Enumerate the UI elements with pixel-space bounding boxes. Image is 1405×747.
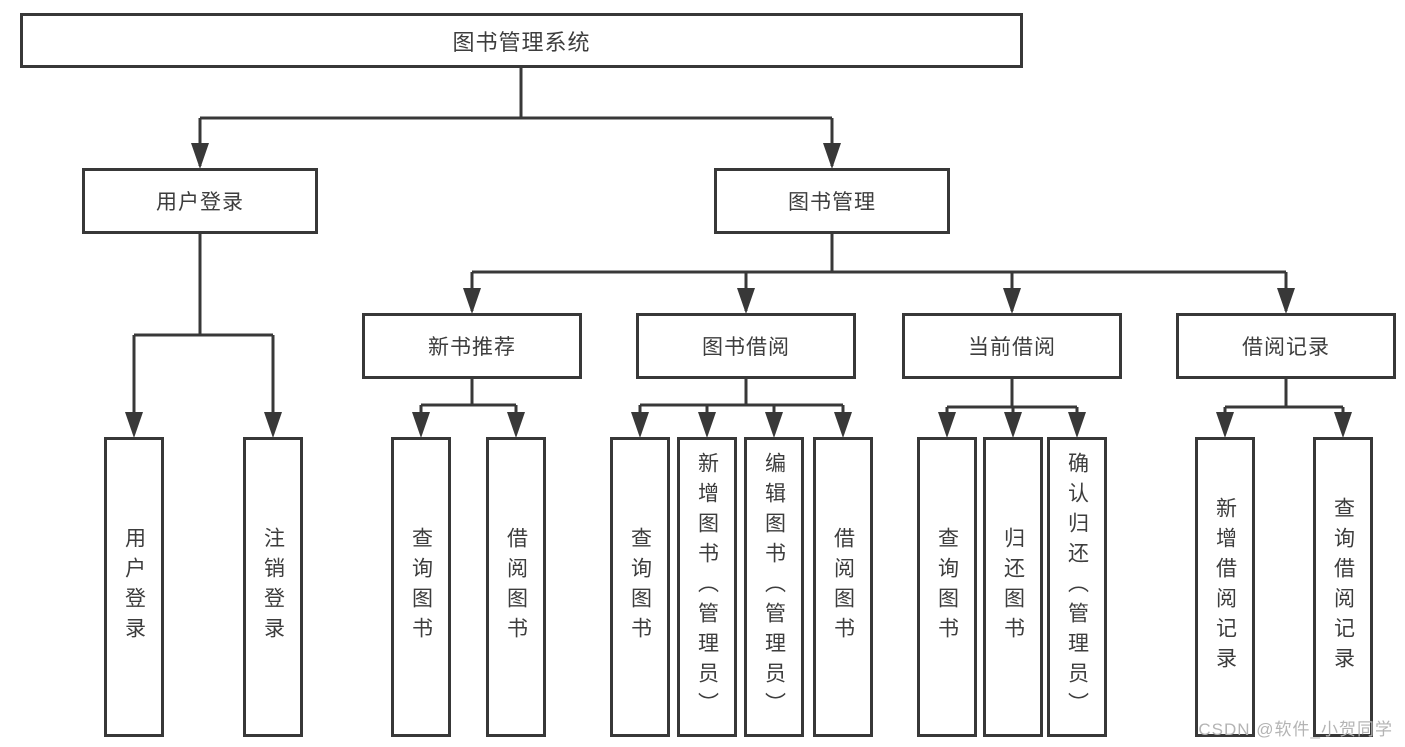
arrow-down-icon	[938, 412, 956, 438]
leaf-borrow-book-2: 借阅图书	[813, 437, 873, 737]
node-label: 借阅记录	[1242, 336, 1330, 359]
node-label: 图书管理系统	[452, 29, 591, 55]
node-borrow-record: 借阅记录	[1176, 313, 1396, 379]
node-new-book-recommend: 新书推荐	[362, 313, 582, 379]
node-label: 注销登录	[261, 527, 285, 647]
node-library-management-system: 图书管理系统	[20, 13, 1023, 68]
csdn-watermark: CSDN @软件_小贺同学	[1198, 720, 1393, 739]
leaf-borrow-book-1: 借阅图书	[486, 437, 546, 737]
arrow-down-icon	[737, 288, 755, 314]
arrow-down-icon	[125, 412, 143, 438]
node-book-management: 图书管理	[714, 168, 950, 234]
arrow-down-icon	[1068, 412, 1086, 438]
node-label: 确认归还（管理员）	[1065, 452, 1089, 722]
arrow-down-icon	[1277, 288, 1295, 314]
node-label: 新增借阅记录	[1213, 497, 1237, 677]
node-label: 编辑图书（管理员）	[762, 452, 786, 722]
arrow-down-icon	[507, 412, 525, 438]
arrow-down-icon	[823, 143, 841, 169]
node-label: 查询图书	[409, 527, 433, 647]
node-label: 图书管理	[788, 191, 876, 214]
arrow-down-icon	[463, 288, 481, 314]
leaf-query-book-1: 查询图书	[391, 437, 451, 737]
leaf-confirm-return-admin: 确认归还（管理员）	[1047, 437, 1107, 737]
connector-new-book	[419, 379, 518, 434]
connector-book-borrow	[638, 379, 845, 434]
connector-book-management	[470, 234, 1288, 311]
node-label: 当前借阅	[968, 336, 1056, 359]
leaf-logout: 注销登录	[243, 437, 303, 737]
node-label: 归还图书	[1001, 527, 1025, 647]
leaf-query-book-3: 查询图书	[917, 437, 977, 737]
arrow-down-icon	[264, 412, 282, 438]
arrow-down-icon	[1334, 412, 1352, 438]
node-label: 查询借阅记录	[1331, 497, 1355, 677]
node-label: 新增图书（管理员）	[695, 452, 719, 722]
node-label: 用户登录	[122, 527, 146, 647]
arrow-down-icon	[631, 412, 649, 438]
arrow-down-icon	[765, 412, 783, 438]
arrow-down-icon	[1003, 288, 1021, 314]
node-label: 用户登录	[156, 191, 244, 214]
node-label: 借阅图书	[504, 527, 528, 647]
arrow-down-icon	[191, 143, 209, 169]
connector-current-borrow	[945, 379, 1079, 434]
leaf-add-borrow-record: 新增借阅记录	[1195, 437, 1255, 737]
node-label: 查询图书	[628, 527, 652, 647]
leaf-add-book-admin: 新增图书（管理员）	[677, 437, 737, 737]
node-user-login: 用户登录	[82, 168, 318, 234]
connector-root	[198, 68, 834, 166]
node-label: 新书推荐	[428, 336, 516, 359]
leaf-return-book: 归还图书	[983, 437, 1043, 737]
node-book-borrow: 图书借阅	[636, 313, 856, 379]
arrow-down-icon	[412, 412, 430, 438]
connector-user-login	[132, 234, 275, 434]
node-label: 借阅图书	[831, 527, 855, 647]
arrow-down-icon	[1216, 412, 1234, 438]
connector-borrow-record	[1223, 379, 1345, 434]
leaf-query-book-2: 查询图书	[610, 437, 670, 737]
leaf-query-borrow-record: 查询借阅记录	[1313, 437, 1373, 737]
arrow-down-icon	[834, 412, 852, 438]
leaf-edit-book-admin: 编辑图书（管理员）	[744, 437, 804, 737]
node-label: 查询图书	[935, 527, 959, 647]
arrow-down-icon	[1004, 412, 1022, 438]
node-label: 图书借阅	[702, 336, 790, 359]
node-current-borrow: 当前借阅	[902, 313, 1122, 379]
arrow-down-icon	[698, 412, 716, 438]
leaf-user-login: 用户登录	[104, 437, 164, 737]
